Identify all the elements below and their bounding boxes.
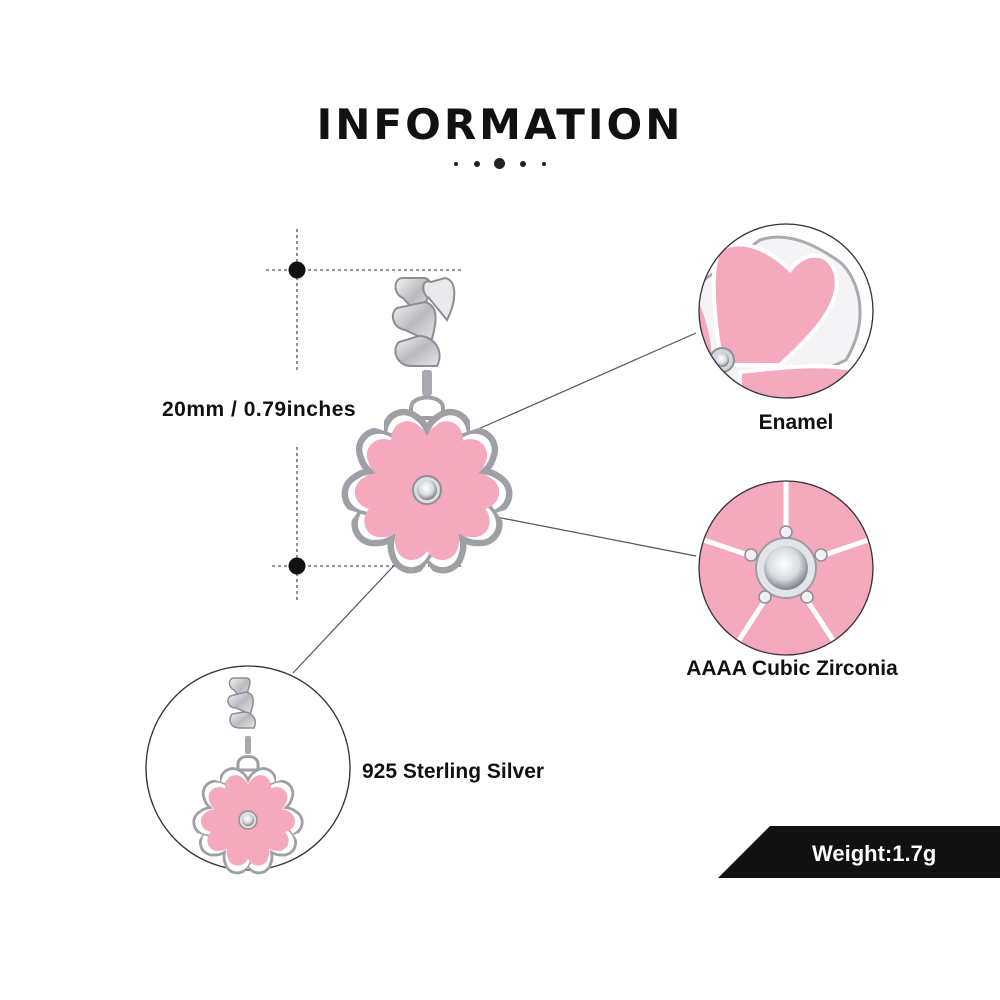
silver-detail-circle bbox=[145, 665, 351, 880]
enamel-label: Enamel bbox=[758, 411, 834, 434]
zirconia-detail-circle bbox=[698, 480, 874, 656]
title-decoration-dots bbox=[450, 152, 550, 176]
page-title: INFORMATION bbox=[316, 100, 684, 149]
weight-badge bbox=[718, 826, 1000, 878]
sterling-silver-label: 925 Sterling Silver bbox=[362, 760, 545, 783]
charm-main-image bbox=[340, 276, 515, 578]
dimension-top-marker bbox=[288, 261, 306, 279]
enamel-detail-circle bbox=[698, 223, 874, 399]
dimension-label: 20mm / 0.79inches bbox=[162, 398, 357, 421]
cubic-zirconia-label: AAAA Cubic Zirconia bbox=[686, 657, 898, 680]
dimension-bottom-marker bbox=[288, 557, 306, 575]
weight-label: Weight:1.7g bbox=[812, 841, 937, 866]
